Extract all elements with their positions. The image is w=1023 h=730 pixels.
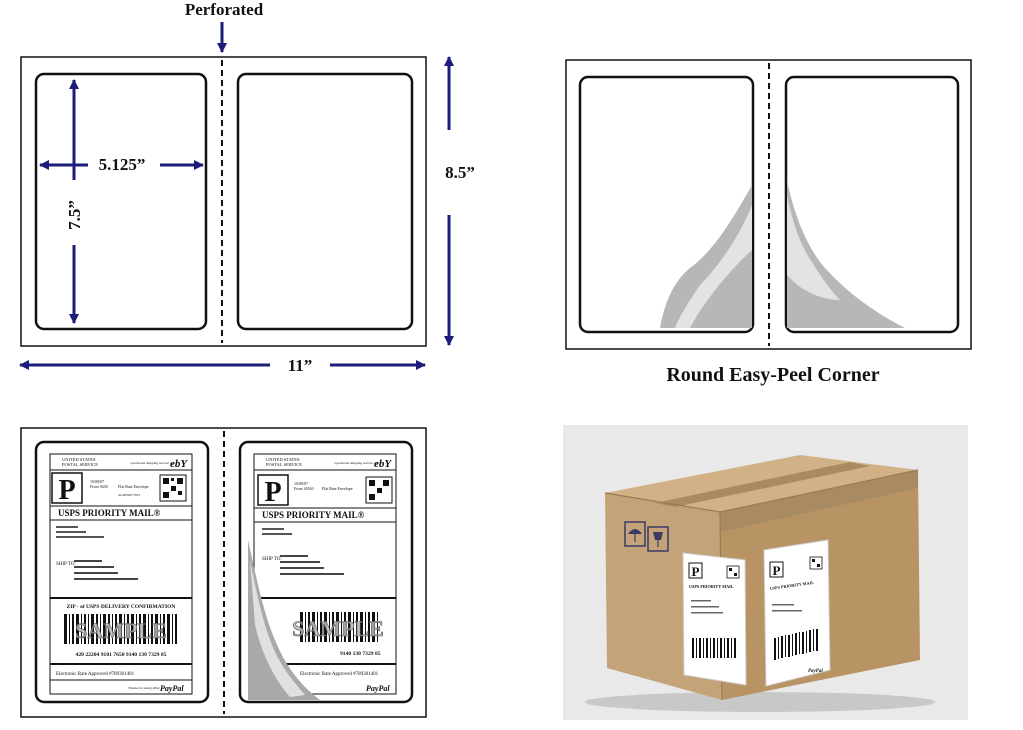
box-tape-top: [655, 462, 870, 507]
left-class-box: [51, 472, 83, 504]
left-paypal: PayPal: [160, 684, 184, 693]
left-preferred-line: a preferred shipping service on: [130, 461, 174, 465]
peel-right-label: [784, 75, 960, 334]
box-label-barcode-2: [774, 629, 818, 660]
box-label-title-1: USPS PRIORITY MAIL: [689, 584, 734, 589]
peel-left-curl-shine: [675, 205, 752, 328]
umbrella-icon: [624, 521, 646, 547]
left-class-letter: P: [58, 475, 75, 506]
box-label-letter-2: P: [773, 563, 781, 578]
height-label: 7.5”: [65, 200, 84, 230]
box-label-brand: PayPal: [808, 669, 823, 674]
box-tape-side: [720, 470, 918, 532]
peel-sheet-outline: [565, 59, 972, 350]
left-label-outline: [34, 72, 208, 331]
box-label-barcode-1: [692, 638, 736, 658]
width-label: 5.125”: [99, 155, 146, 174]
left-brand: ebY: [170, 458, 188, 470]
left-service-line1: UNITED STATES: [62, 457, 96, 462]
sample-right-label: UNITED STATES POSTAL SERVICE a preferred…: [238, 440, 414, 704]
left-info-line-2: From 5630: [90, 484, 108, 489]
perforated-label: Perforated: [185, 0, 264, 19]
left-footer-small: Thanks for using eBay: [128, 686, 160, 690]
right-footer: Electronic Rate Approved #789301401: [300, 672, 379, 677]
right-paypal: PayPal: [366, 684, 390, 693]
right-preferred-line: a preferred shipping service on: [334, 461, 378, 465]
left-tracking: 420 22204 9101 7650 9140 130 7329 85: [76, 652, 167, 658]
right-label-outline: [236, 72, 414, 331]
box-photo: P USPS PRIORITY MAIL P USPS PRIORITY MAI…: [563, 425, 968, 720]
left-ship-to-label: SHIP TO:: [56, 562, 76, 567]
box-label-letter-1: P: [692, 564, 700, 579]
right-ship-to-label: SHIP TO:: [262, 557, 282, 562]
right-class-box: [257, 474, 289, 506]
left-sample-stamp: SAMPLE: [75, 618, 167, 643]
sheet-width-label: 11”: [288, 356, 313, 375]
left-rate-line1: Flat Rate Envelope: [118, 484, 149, 489]
right-sample-peel-curl: [248, 540, 320, 700]
left-service-line2: POSTAL SERVICE: [62, 462, 98, 467]
right-service-line2: POSTAL SERVICE: [266, 462, 302, 467]
peel-caption: Round Easy-Peel Corner: [666, 364, 879, 386]
right-sample-stamp: SAMPLE: [292, 616, 384, 641]
sheet-height-label: 8.5”: [445, 163, 475, 182]
right-info-line-1: 10/08/07: [294, 481, 308, 486]
sample-left-label: UNITED STATES POSTAL SERVICE a preferred…: [34, 440, 210, 704]
peel-right-curl-shine: [787, 195, 840, 300]
fragile-icon: [647, 526, 669, 552]
right-tracking: 9140 130 7329 85: [340, 651, 381, 657]
right-priority-mail: USPS PRIORITY MAIL®: [262, 510, 365, 520]
left-footer: Electronic Rate Approved #789301401: [56, 672, 135, 677]
peel-left-curl: [660, 185, 752, 328]
left-confirmation: ZIP - of USPS DELIVERY CONFIRMATION: [67, 604, 176, 610]
box-label-title-2: USPS PRIORITY MAIL: [769, 580, 814, 591]
right-class-letter: P: [264, 477, 281, 508]
right-barcode: [300, 612, 378, 642]
box-label-front: [682, 552, 747, 686]
right-sample-peel-shine: [250, 560, 305, 697]
left-barcode: [64, 614, 177, 644]
right-rate-line1: Flat Rate Envelope: [322, 486, 353, 491]
right-service-line1: UNITED STATES: [266, 457, 300, 462]
right-brand: ebY: [374, 458, 392, 470]
left-priority-mail: USPS PRIORITY MAIL®: [58, 508, 161, 518]
left-info-line-1: 10/08/07: [90, 479, 104, 484]
sheet-outline: [20, 56, 427, 347]
sample-sheet-outline: [20, 427, 427, 718]
left-rate-line2: Ab4P09477053: [118, 493, 140, 497]
right-info-line-2: From 26563: [294, 486, 314, 491]
